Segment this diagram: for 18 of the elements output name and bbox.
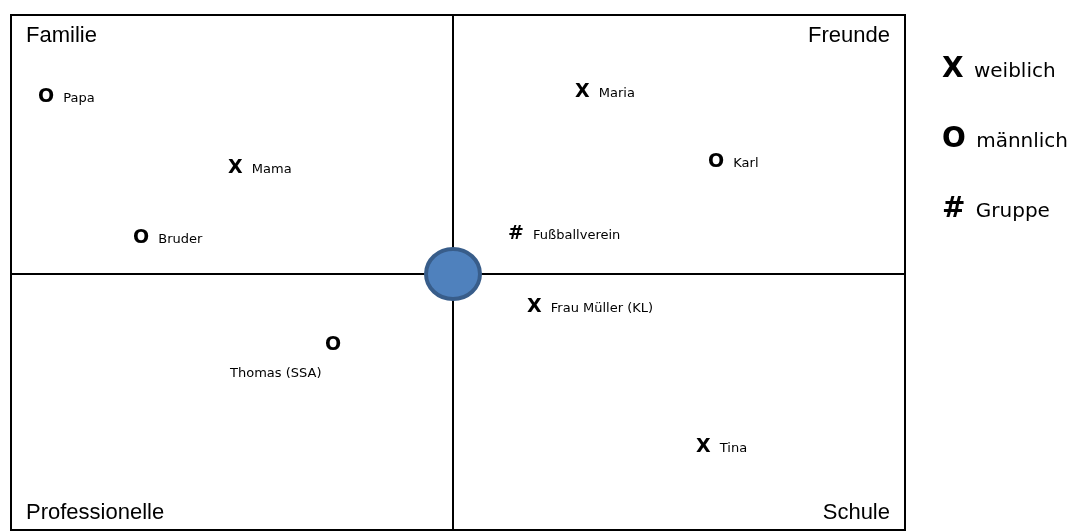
- person-label: O Karl: [708, 149, 759, 173]
- quadrant-heading: Freunde: [808, 22, 890, 48]
- person-label: X Frau Müller (KL): [527, 294, 654, 318]
- person-label: # Fußballverein: [508, 221, 621, 245]
- legend-entry: # Gruppe: [942, 192, 1050, 226]
- legend-entry: X weiblich: [942, 52, 1056, 86]
- legend-entry: O männlich: [942, 122, 1069, 156]
- quadrant-heading: Professionelle: [26, 499, 165, 525]
- person-label: X Mama: [228, 155, 292, 179]
- person-label: Thomas (SSA): [230, 364, 322, 382]
- person-label: O Bruder: [133, 225, 203, 249]
- quadrant-heading: Familie: [26, 22, 97, 48]
- person-label: O: [325, 332, 342, 354]
- quadrant-box: [452, 273, 906, 531]
- person-label: X Tina: [696, 434, 748, 458]
- quadrant-heading: Schule: [822, 499, 890, 525]
- person-label: X Maria: [575, 79, 635, 103]
- person-label: O Papa: [38, 84, 95, 108]
